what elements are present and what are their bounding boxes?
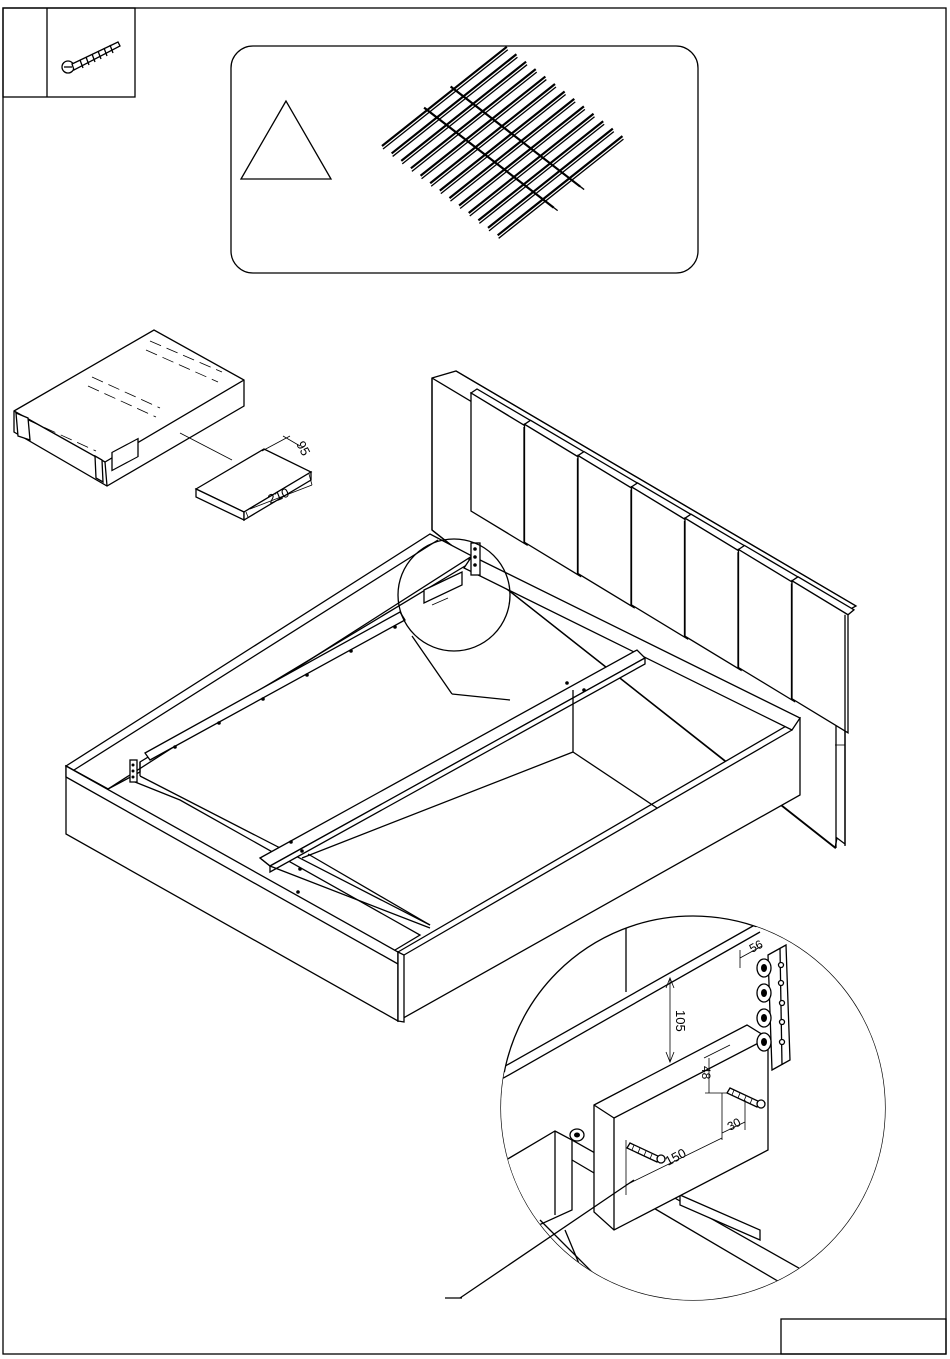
slat [392, 54, 518, 156]
screw-hole [261, 697, 265, 701]
corner-bracket-foot [130, 760, 137, 782]
screw-hole [173, 745, 177, 749]
slat [401, 62, 527, 164]
hardware-panel [3, 8, 135, 97]
screw-hole [565, 681, 569, 685]
screw-icon [62, 42, 120, 73]
page-number-box [781, 1319, 946, 1354]
screw-hole [393, 625, 397, 629]
slat [411, 69, 537, 171]
detail-magnifier: 105 48 30 150 56 [445, 916, 900, 1300]
wooden-block-detail: 95 210 [196, 436, 313, 520]
slat [469, 114, 595, 216]
screw-hole [296, 890, 300, 894]
slat [449, 99, 575, 201]
screw-hole [349, 649, 353, 653]
slat [498, 136, 624, 238]
screw-hole [305, 673, 309, 677]
packaging-box-icon [14, 330, 244, 486]
slat [459, 106, 585, 208]
slat [478, 121, 604, 223]
slat [440, 91, 566, 193]
slat [430, 84, 556, 186]
slat [488, 129, 614, 231]
dimension-105: 105 [673, 1010, 688, 1032]
slat [421, 77, 547, 179]
notice-panel [231, 46, 698, 273]
screw-hole [298, 867, 302, 871]
warning-triangle-icon [241, 101, 331, 179]
corner-bracket-head [471, 543, 480, 575]
slat [382, 47, 508, 149]
slatted-bed-base-icon [382, 47, 623, 239]
screw-hole [289, 840, 293, 844]
screw-hole [217, 721, 221, 725]
dimension-48: 48 [699, 1066, 713, 1080]
dimension-95: 95 [293, 438, 313, 458]
screw-hole [300, 849, 304, 853]
screw-hole [582, 688, 586, 692]
